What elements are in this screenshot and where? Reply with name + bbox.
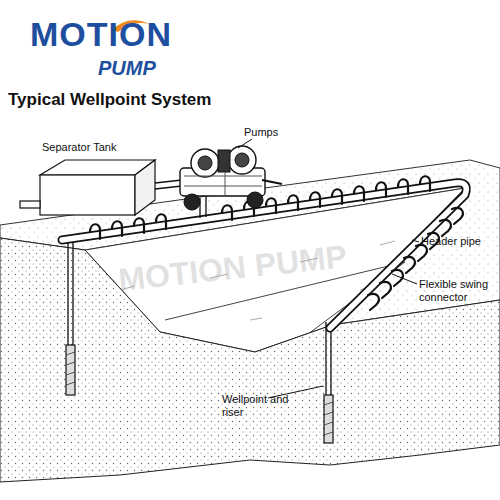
pump-wheel <box>247 192 263 208</box>
riser-pipe <box>326 322 331 395</box>
tank-side <box>135 160 155 215</box>
leader-line <box>392 274 417 284</box>
part-label: Wellpoint and riser <box>222 393 300 419</box>
part-label: Header pipe <box>421 235 481 248</box>
watermark: MOTION PUMP <box>117 238 349 298</box>
pump-casing <box>228 146 256 174</box>
leader-line <box>412 240 419 242</box>
tank-outlet-pipe <box>20 201 40 208</box>
part-label: Flexible swing connector <box>419 278 499 304</box>
wellpoint-screen <box>324 395 333 443</box>
pump-hub <box>198 156 212 170</box>
logo-word: MOTION <box>30 28 172 41</box>
riser-pipe <box>68 240 73 345</box>
part-label: Separator Tank <box>42 141 116 154</box>
leader-line <box>238 139 252 148</box>
wellpoint-hatch <box>324 402 333 435</box>
part-label: Pumps <box>244 126 278 139</box>
logo-subword: PUMP <box>98 62 156 75</box>
pump-wheel <box>184 194 200 210</box>
wellpoint-screen <box>66 345 75 395</box>
pump-detail <box>184 172 262 196</box>
pump-header-pipe <box>200 197 206 218</box>
pump-motor <box>218 150 230 172</box>
suction-pipe <box>155 180 182 189</box>
diagram-title: Typical Wellpoint System <box>8 90 211 110</box>
pump-tow-bar <box>262 180 282 184</box>
soil-cross-section <box>0 238 500 482</box>
tank-front <box>40 175 135 215</box>
pump-hub <box>235 153 249 167</box>
wellpoint-hatch <box>66 352 75 385</box>
pump-casing <box>191 149 219 177</box>
